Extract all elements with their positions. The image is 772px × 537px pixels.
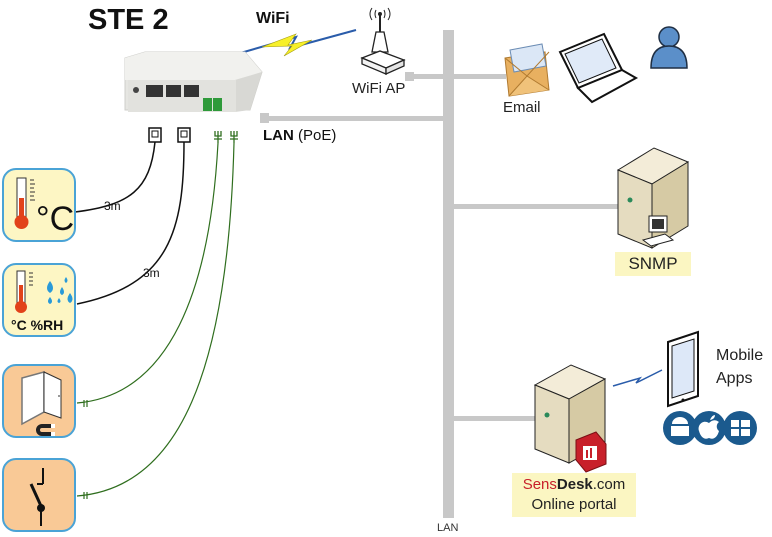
lan-poe-label: LAN (PoE) bbox=[263, 127, 336, 144]
email-label: Email bbox=[503, 99, 541, 116]
sensdesk-label: SensDesk.com Online portal bbox=[512, 473, 636, 517]
thermometer-humidity-icon bbox=[15, 270, 73, 313]
wifi-router-icon bbox=[360, 7, 406, 76]
sensdesk-brand-desk: Desk bbox=[556, 476, 593, 493]
rj11-connector-icon bbox=[177, 127, 191, 143]
sensdesk-subtitle: Online portal bbox=[531, 496, 617, 513]
switch-contact-wire bbox=[76, 142, 235, 497]
wifi-lightning-icon bbox=[236, 29, 357, 57]
wifi-ap-port bbox=[405, 72, 414, 81]
door-magnet-icon bbox=[21, 371, 62, 436]
lan-poe-label-bold: LAN bbox=[263, 127, 294, 144]
mobile-apps-label-line2: Apps bbox=[716, 370, 753, 387]
snmp-server-icon bbox=[616, 147, 690, 249]
lan-poe-label-suffix: (PoE) bbox=[293, 127, 337, 144]
door-contact-tile bbox=[2, 364, 76, 438]
temp-humidity-sensor-tile: °C %RH bbox=[2, 263, 76, 337]
temperature-unit-label: °C bbox=[36, 200, 75, 238]
wifi-label: WiFi bbox=[256, 10, 290, 27]
wifi-ap-link bbox=[405, 74, 445, 79]
humidity-cable-length: 3m bbox=[143, 266, 160, 280]
email-envelope-icon bbox=[504, 43, 550, 97]
water-drops-icon bbox=[47, 277, 73, 304]
switch-contact-icon bbox=[29, 468, 45, 526]
wifi-ap-label: WiFi AP bbox=[352, 80, 406, 97]
sensdesk-logo-icon bbox=[575, 431, 607, 473]
sensdesk-link bbox=[454, 416, 536, 421]
temp-humidity-unit-label: °C %RH bbox=[11, 317, 64, 333]
door-contact-wire bbox=[76, 142, 219, 404]
lan-poe-link bbox=[262, 116, 444, 121]
humidity-sensor-cable bbox=[76, 141, 185, 305]
apple-icon bbox=[692, 411, 726, 445]
tablet-icon bbox=[667, 330, 699, 408]
sensdesk-brand-domain: .com bbox=[592, 476, 626, 493]
windows-icon bbox=[723, 411, 757, 445]
email-link bbox=[454, 74, 506, 79]
snmp-label: SNMP bbox=[615, 252, 691, 276]
temperature-sensor-tile: °C bbox=[2, 168, 76, 242]
switch-contact-tile bbox=[2, 458, 76, 532]
mobile-wireless-link bbox=[612, 369, 663, 387]
lan-bus-label: LAN bbox=[437, 522, 459, 534]
lan-poe-port bbox=[260, 113, 269, 123]
sensdesk-brand-sens: Sens bbox=[522, 476, 557, 493]
ste2-device-icon bbox=[124, 51, 263, 112]
device-title: STE 2 bbox=[88, 4, 169, 36]
mobile-apps-label: Mobile Apps bbox=[716, 344, 763, 390]
wire-terminal-marks bbox=[83, 400, 88, 499]
sensdesk-brand: SensDesk.com bbox=[512, 475, 636, 495]
snmp-link bbox=[454, 204, 624, 209]
android-icon bbox=[663, 411, 697, 445]
user-icon bbox=[650, 26, 688, 69]
terminal-connector-icon bbox=[214, 131, 238, 143]
temp-sensor-cable bbox=[74, 141, 156, 213]
thermometer-icon bbox=[14, 177, 35, 229]
lan-bus bbox=[443, 30, 454, 518]
rj11-connector-icon bbox=[148, 127, 162, 143]
laptop-icon bbox=[558, 32, 639, 104]
mobile-apps-label-line1: Mobile bbox=[716, 347, 764, 364]
temp-cable-length: 3m bbox=[104, 199, 121, 213]
